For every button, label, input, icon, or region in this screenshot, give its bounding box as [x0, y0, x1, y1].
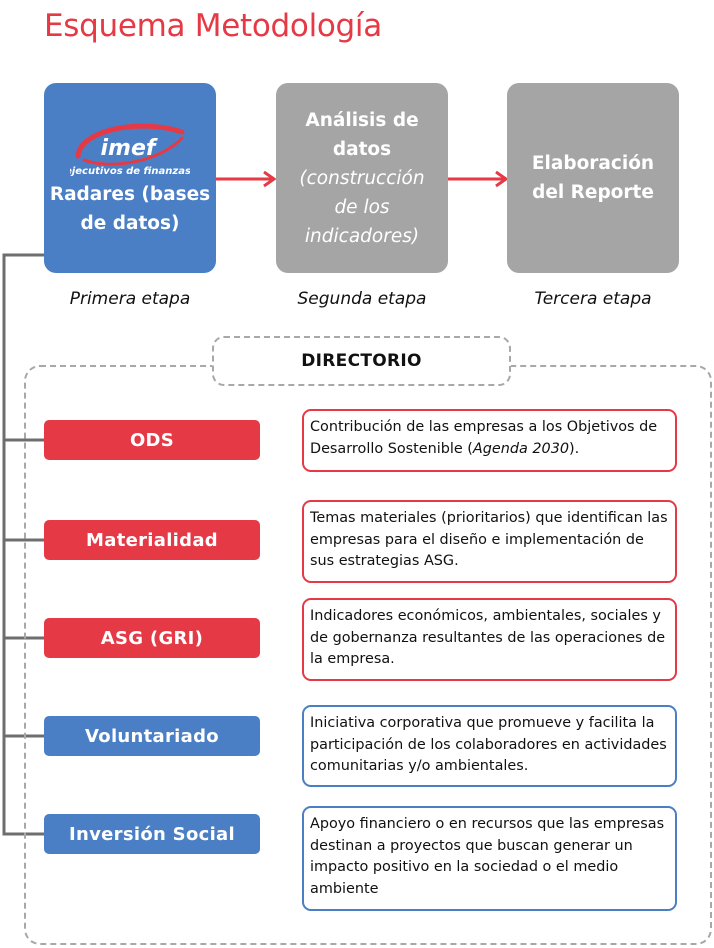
pill-ods: ODS: [44, 420, 260, 460]
desc-materialidad: Temas materiales (prioritarios) que iden…: [302, 500, 677, 583]
pill-asg: ASG (GRI): [44, 618, 260, 658]
stage-elaboracion: Elaboración del Reporte: [507, 83, 679, 273]
stage-title-line: Elaboración: [531, 153, 655, 174]
desc-asg: Indicadores económicos, ambientales, soc…: [302, 598, 677, 681]
pill-inversion-social: Inversión Social: [44, 814, 260, 854]
desc-inversion-social: Apoyo financiero o en recursos que las e…: [302, 806, 677, 911]
directory-title: DIRECTORIO: [212, 336, 511, 386]
stage-subtitle-line: de los: [334, 196, 390, 218]
stage-label-primera: Primera etapa: [69, 289, 191, 309]
pill-voluntariado: Voluntariado: [44, 716, 260, 756]
stage-label-tercera: Tercera etapa: [534, 289, 652, 309]
stage-title-line: Análisis de: [305, 109, 419, 131]
stage-title-line: Radares (bases: [49, 184, 211, 205]
stage-label-segunda: Segunda etapa: [297, 289, 427, 309]
desc-ods: Contribución de las empresas a los Objet…: [302, 409, 677, 472]
desc-ods-tail: ).: [569, 440, 580, 457]
page-title: Esquema Metodología: [44, 8, 382, 44]
desc-ods-text: Contribución de las empresas a los Objet…: [310, 419, 658, 457]
stage-title-line: de datos): [80, 213, 180, 234]
imef-logo: imef ejecutivos de finanzas: [70, 123, 190, 177]
logo-brand: imef: [101, 136, 158, 161]
stage-analisis: Análisis de datos (construcción de los i…: [276, 83, 448, 273]
pill-materialidad: Materialidad: [44, 520, 260, 560]
stage-subtitle-line: indicadores): [304, 225, 420, 247]
stage-radares: imef ejecutivos de finanzas Radares (bas…: [44, 83, 216, 273]
desc-voluntariado: Iniciativa corporativa que promueve y fa…: [302, 705, 677, 787]
stage-title-line: datos: [332, 138, 392, 160]
desc-ods-emphasis: Agenda 2030: [472, 440, 570, 457]
stage-title-line: del Reporte: [532, 182, 654, 203]
logo-tagline: ejecutivos de finanzas: [70, 166, 190, 177]
stage-subtitle-line: (construcción: [299, 167, 425, 189]
